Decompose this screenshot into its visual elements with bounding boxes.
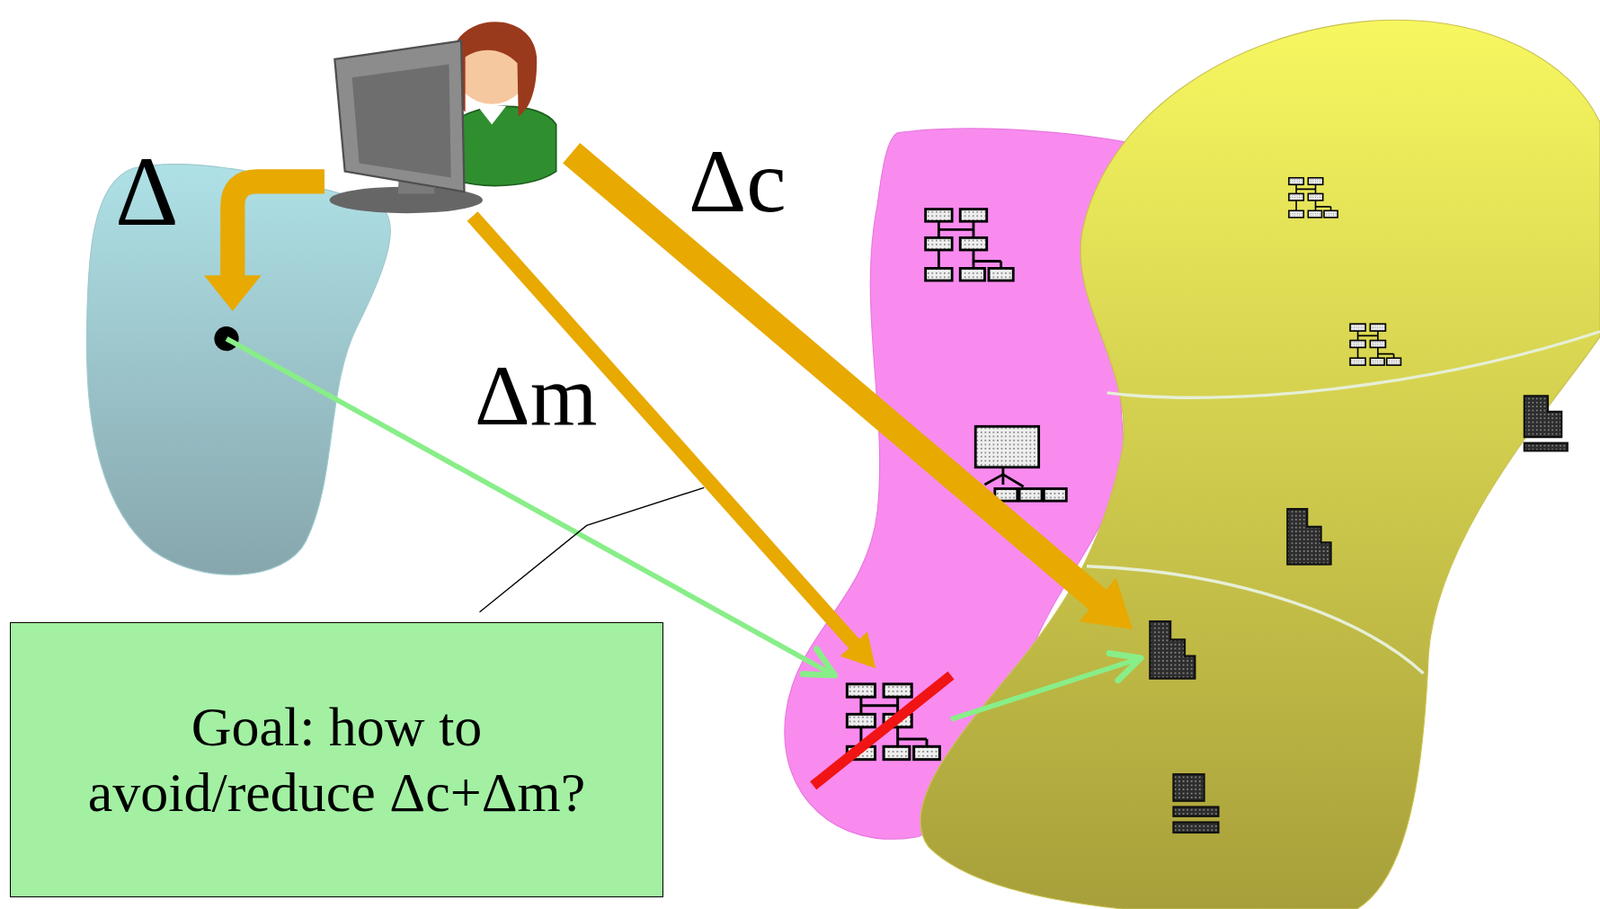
yellow-region [920, 19, 1600, 909]
building-icon [1149, 621, 1195, 679]
arrow-head [840, 631, 876, 668]
org-icon [1350, 323, 1401, 365]
goal-box: Goal: how to avoid/reduce Δc+Δm? [9, 622, 664, 898]
monitor-back [334, 40, 464, 192]
user-collar [477, 106, 507, 125]
delta-arrow [232, 181, 325, 278]
building-icon [1287, 508, 1331, 564]
delta-label: Δc [688, 136, 787, 227]
delta-label: Δ [115, 142, 179, 241]
user-hair [451, 21, 537, 116]
user-body [448, 106, 556, 186]
arrow-head [802, 648, 836, 676]
delta-label: Δm [474, 352, 597, 439]
goal-text: Goal: how to avoid/reduce Δc+Δm? [49, 693, 625, 826]
mapping-arrow [951, 659, 1135, 720]
org-icon [1288, 177, 1338, 218]
monitor-panel [352, 63, 452, 178]
user-figure [329, 21, 557, 214]
delta-c-arrow [571, 152, 1099, 600]
org-icon [975, 426, 1067, 501]
building-icon [1173, 773, 1218, 833]
cross-out [813, 675, 952, 786]
arrow-head [204, 275, 262, 312]
org-icon [925, 209, 1014, 281]
arrow-head [1109, 653, 1141, 681]
arrow-head [1079, 577, 1133, 630]
leader-line [480, 487, 705, 612]
building-icon [1524, 395, 1568, 451]
